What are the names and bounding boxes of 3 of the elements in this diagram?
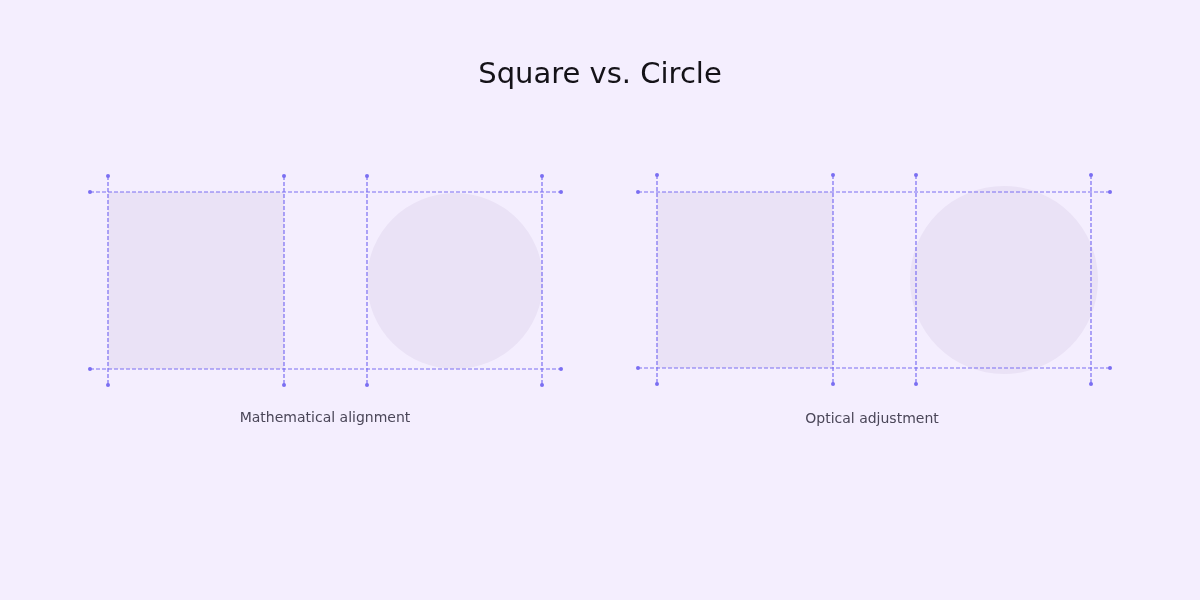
panel-caption: Mathematical alignment [239,409,411,425]
diagram-title: Square vs. Circle [478,56,722,90]
panel-caption: Optical adjustment [805,410,939,426]
